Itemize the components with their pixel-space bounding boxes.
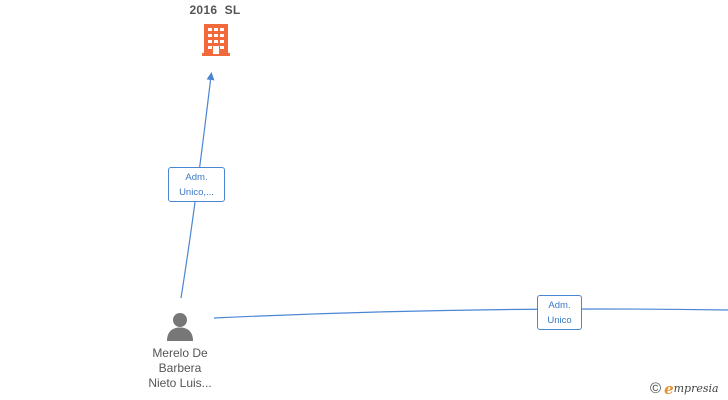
relation-label-line-2: Unico,...: [179, 187, 214, 198]
person-name-line-2: Barbera: [158, 361, 202, 375]
person-icon[interactable]: [167, 313, 193, 341]
relation-label-adm-unico-2[interactable]: Adm. Unico: [537, 295, 582, 330]
person-name[interactable]: Merelo De Barbera Nieto Luis...: [128, 346, 232, 391]
copyright-symbol: ©: [650, 380, 662, 397]
building-icon[interactable]: [202, 24, 230, 56]
relation-label-line-1: Adm.: [548, 300, 571, 311]
person-name-line-1: Merelo De: [152, 346, 208, 360]
empresia-watermark: © e mpresia: [650, 380, 719, 398]
empresia-logo-text: mpresia: [673, 382, 719, 395]
empresia-logo-initial: e: [664, 380, 674, 398]
person-name-line-3: Nieto Luis...: [148, 376, 212, 390]
relation-label-line-2: Unico: [547, 315, 572, 326]
company-name[interactable]: 2016 SL: [189, 3, 241, 17]
edge-person-to-right: [213, 308, 728, 319]
relation-label-adm-unico-1[interactable]: Adm. Unico,...: [168, 167, 225, 202]
relation-label-line-1: Adm.: [185, 172, 208, 183]
